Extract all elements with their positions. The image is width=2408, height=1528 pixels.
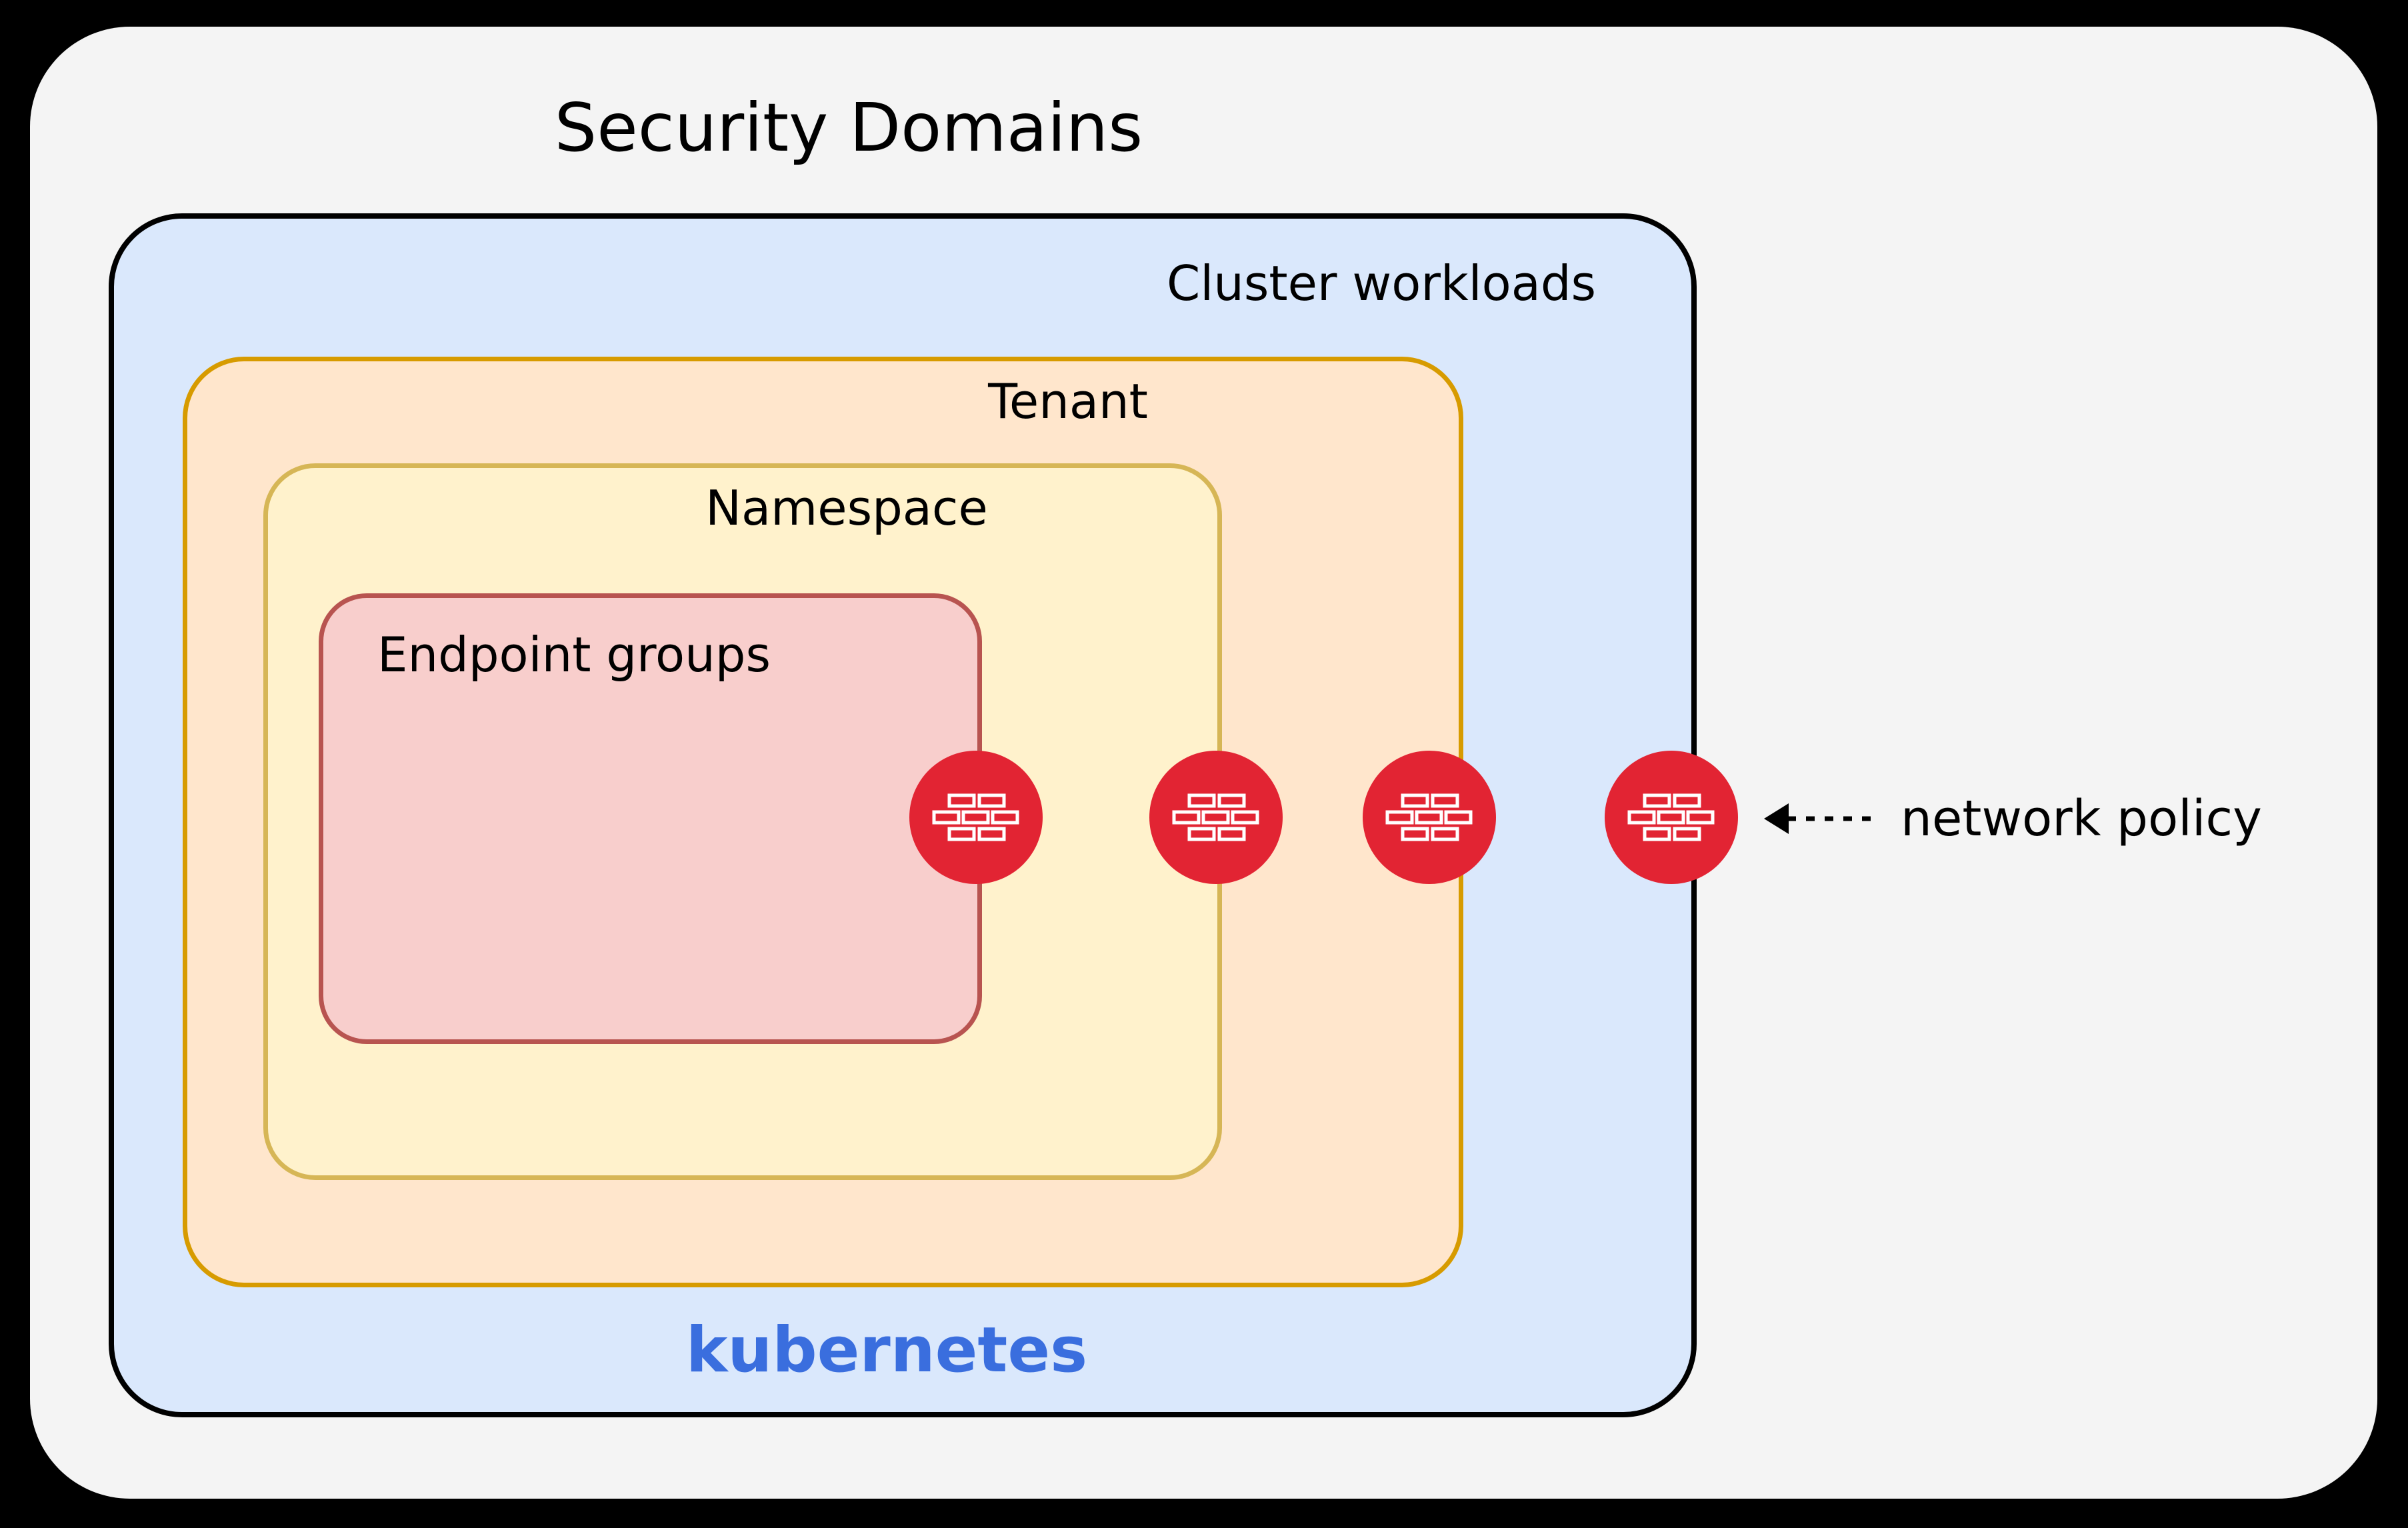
cluster-workloads-label: Cluster workloads xyxy=(1166,255,1597,311)
diagram-title: Security Domains xyxy=(554,89,1143,167)
firewall-badge-endpoint-boundary xyxy=(909,751,1043,884)
kubernetes-label: kubernetes xyxy=(685,1314,1088,1387)
firewall-badge-cluster-boundary xyxy=(1605,751,1738,884)
firewall-badge-tenant-boundary xyxy=(1363,751,1496,884)
firewall-brick-wall-icon xyxy=(1627,793,1715,841)
endpoint-groups-box xyxy=(319,593,982,1044)
firewall-brick-wall-icon xyxy=(932,793,1020,841)
namespace-label: Namespace xyxy=(705,480,988,536)
tenant-label: Tenant xyxy=(988,373,1148,429)
network-policy-label: network policy xyxy=(1901,790,2262,847)
network-policy-arrow-icon xyxy=(1763,795,1877,845)
firewall-brick-wall-icon xyxy=(1172,793,1260,841)
firewall-badge-namespace-boundary xyxy=(1149,751,1283,884)
firewall-brick-wall-icon xyxy=(1385,793,1473,841)
endpoint-groups-label: Endpoint groups xyxy=(377,627,771,683)
